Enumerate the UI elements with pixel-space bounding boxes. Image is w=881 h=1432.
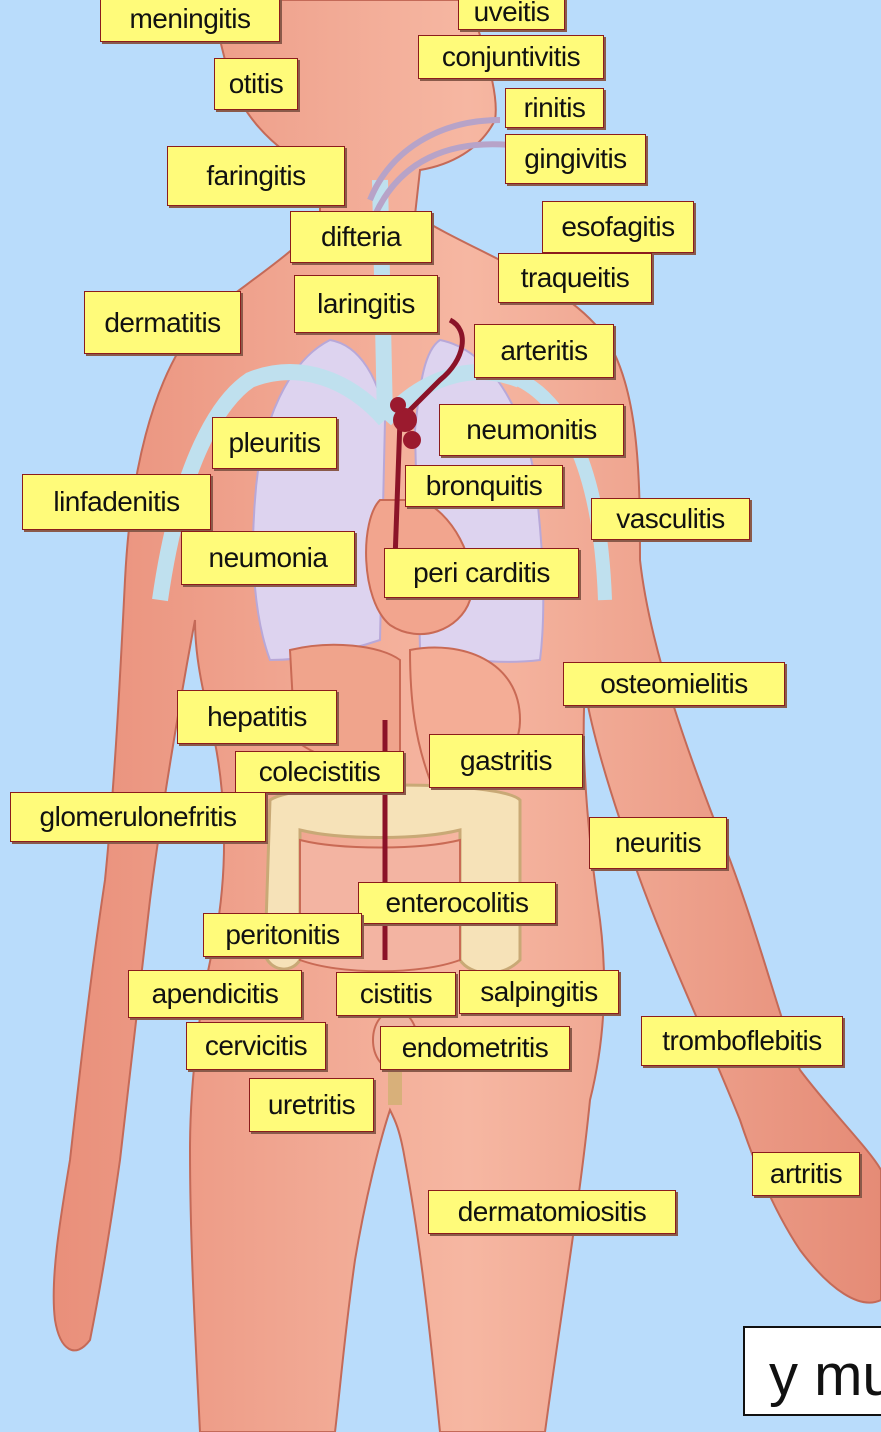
label-osteomielitis[interactable]: osteomielitis [563, 662, 785, 706]
label-hepatitis[interactable]: hepatitis [177, 690, 337, 744]
label-neumonia[interactable]: neumonia [181, 531, 355, 585]
label-laringitis[interactable]: laringitis [294, 275, 438, 333]
label-difteria[interactable]: difteria [290, 211, 432, 263]
lymph-node [390, 397, 406, 413]
label-uretritis[interactable]: uretritis [249, 1078, 374, 1132]
label-pleuritis[interactable]: pleuritis [212, 417, 337, 469]
label-glomerulonefritis[interactable]: glomerulonefritis [10, 792, 266, 842]
label-salpingitis[interactable]: salpingitis [459, 970, 619, 1014]
label-vasculitis[interactable]: vasculitis [591, 498, 750, 540]
label-linfadenitis[interactable]: linfadenitis [22, 474, 211, 530]
label-apendicitis[interactable]: apendicitis [128, 970, 302, 1018]
label-conjuntivitis[interactable]: conjuntivitis [418, 35, 604, 79]
label-enterocolitis[interactable]: enterocolitis [358, 882, 556, 924]
label-endometritis[interactable]: endometritis [380, 1026, 570, 1070]
label-neumonitis[interactable]: neumonitis [439, 404, 624, 456]
label-gingivitis[interactable]: gingivitis [505, 134, 646, 184]
label-artritis[interactable]: artritis [752, 1152, 860, 1196]
label-tromboflebitis[interactable]: tromboflebitis [641, 1016, 843, 1066]
label-arteritis[interactable]: arteritis [474, 324, 614, 378]
label-colecistitis[interactable]: colecistitis [235, 751, 404, 793]
label-dermatitis[interactable]: dermatitis [84, 291, 241, 354]
label-cistitis[interactable]: cistitis [336, 972, 456, 1016]
label-otitis[interactable]: otitis [214, 58, 298, 110]
label-meningitis[interactable]: meningitis [100, 0, 280, 42]
caption-box: y mu [743, 1326, 881, 1416]
label-pericarditis[interactable]: peri carditis [384, 548, 579, 598]
label-rinitis[interactable]: rinitis [505, 88, 604, 128]
label-peritonitis[interactable]: peritonitis [203, 913, 362, 957]
lymph-node [403, 431, 421, 449]
label-gastritis[interactable]: gastritis [429, 734, 583, 788]
label-dermatomiositis[interactable]: dermatomiositis [428, 1190, 676, 1234]
label-traqueitis[interactable]: traqueitis [498, 253, 652, 303]
label-faringitis[interactable]: faringitis [167, 146, 345, 206]
label-uveitis[interactable]: uveitis [458, 0, 565, 30]
label-cervicitis[interactable]: cervicitis [186, 1022, 326, 1070]
label-bronquitis[interactable]: bronquitis [405, 465, 563, 507]
label-esofagitis[interactable]: esofagitis [542, 201, 694, 253]
label-neuritis[interactable]: neuritis [589, 817, 727, 869]
